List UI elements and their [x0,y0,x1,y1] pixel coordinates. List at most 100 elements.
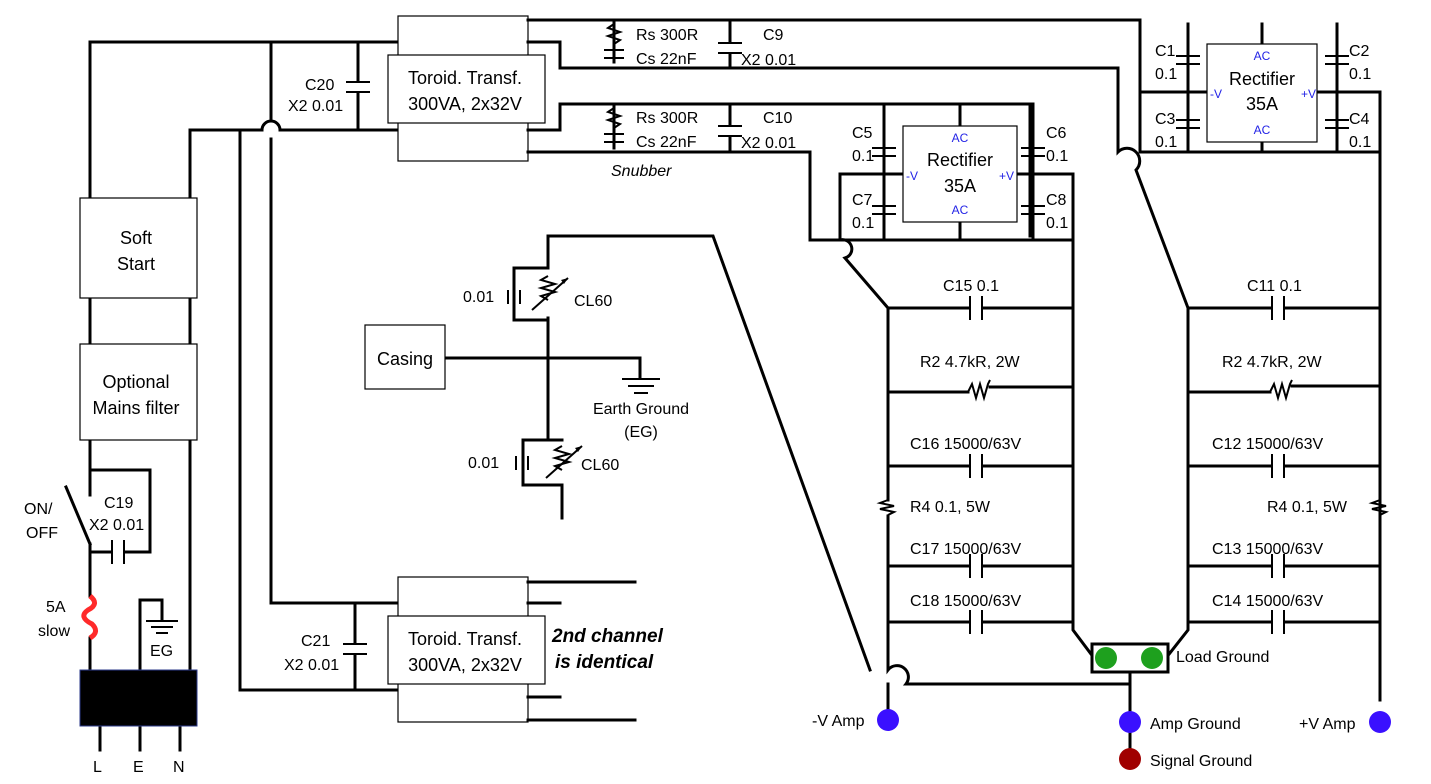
label-c13: C13 15000/63V [1212,541,1324,558]
rectifier-right-ac-top: AC [1254,49,1271,63]
label-signal-ground: Signal Ground [1150,753,1252,770]
mains-filter-block [79,343,198,441]
label-c7-val: 0.1 [852,215,874,232]
transformer-1-line1: Toroid. Transf. [408,68,522,88]
capacitor-c13 [1271,554,1285,578]
labels: Soft Start Optional Mains filter Casing … [24,27,1371,776]
label-r4-left: R4 0.1, 5W [910,499,991,516]
label-pos-amp: +V Amp [1299,716,1356,733]
label-c15: C15 0.1 [943,278,999,295]
label-c5-val: 0.1 [852,148,874,165]
capacitor-c3 [1176,119,1200,129]
label-cl60-top: CL60 [574,293,612,310]
capacitor-c18 [969,610,983,634]
snubber-cap-1 [604,49,624,59]
label-c20-val: X2 0.01 [288,98,343,115]
label-second-channel-2: is identical [555,652,654,673]
capacitor-c10 [718,125,742,137]
capacitor-c9 [718,42,742,54]
label-cs2: Cs 22nF [636,134,697,151]
label-c20: C20 [305,77,334,94]
label-c1-val: 0.1 [1155,66,1177,83]
terminal-amp-ground[interactable] [1119,711,1141,733]
rectifier-left-title: Rectifier [927,150,993,170]
label-c10-val: X2 0.01 [741,135,796,152]
label-earth-1: Earth Ground [593,401,689,418]
label-on: ON/ [24,501,53,518]
label-plug-e: E [133,759,144,776]
terminal-signal-ground[interactable] [1119,748,1141,770]
label-amp-ground: Amp Ground [1150,716,1241,733]
label-off: OFF [26,525,58,542]
label-c16: C16 15000/63V [910,436,1022,453]
label-c19: C19 [104,495,133,512]
label-c2-val: 0.1 [1349,66,1371,83]
label-c7: C7 [852,192,873,209]
transformer-2-label-box [387,615,546,685]
rectifier-right-neg: -V [1210,87,1222,101]
label-c3: C3 [1155,111,1176,128]
capacitor-c17 [969,554,983,578]
label-c8-val: 0.1 [1046,215,1068,232]
rectifier-right-box [1206,43,1318,143]
label-c4-val: 0.1 [1349,134,1371,151]
terminal-neg-amp[interactable] [877,709,899,731]
label-c8: C8 [1046,192,1067,209]
soft-start-label-1: Soft [120,228,152,248]
capacitor-c7 [872,205,896,215]
label-c17: C17 15000/63V [910,541,1022,558]
resistor-r2-right [1269,379,1293,402]
rectifier-left-box [902,125,1018,223]
mains-plug [79,669,198,727]
label-c10: C10 [763,110,792,127]
terminal-pos-amp[interactable] [1369,711,1391,733]
mains-filter-label-2: Mains filter [92,398,179,418]
label-fuse-1: 5A [46,599,66,616]
label-fuse-2: slow [38,623,70,640]
pos-filter-bank [1163,306,1382,661]
rectifier-right-rating: 35A [1246,94,1278,114]
capacitor-cl60-top [507,290,521,304]
label-cl60-bottom: CL60 [581,457,619,474]
thermistor-cl60-top [531,275,569,311]
capacitor-c16 [969,454,983,478]
resistor-r4-right [1368,499,1389,516]
capacitor-c4 [1325,119,1349,129]
rectifier-left-ac-bottom: AC [952,203,969,217]
capacitor-c12 [1271,454,1285,478]
resistor-r4-left [876,499,897,516]
label-c18: C18 15000/63V [910,593,1022,610]
capacitor-cl60-bottom [515,456,529,470]
label-c9-val: X2 0.01 [741,52,796,69]
label-earth-2: (EG) [624,424,658,441]
transformer-2-line1: Toroid. Transf. [408,629,522,649]
label-rs2: Rs 300R [636,110,698,127]
rectifier-right-pos: +V [1301,87,1316,101]
capacitor-c14 [1271,610,1285,634]
casing-label: Casing [377,349,433,369]
rectifier-left-neg: -V [906,169,918,183]
earth-ground-icon [622,378,660,394]
transformer-2-outputs [526,580,637,722]
transformer-1-label-box [387,54,546,124]
rectifier-right-ac-bottom: AC [1254,123,1271,137]
mains-wiring [64,40,402,752]
label-r2-right: R2 4.7kR, 2W [1222,354,1322,371]
rectifier-left-rating: 35A [944,176,976,196]
snubber-resistor-1 [604,23,624,45]
capacitor-c6 [1021,147,1045,157]
snubber-cap-2 [604,133,624,143]
neg-filter-bank [886,306,1132,712]
label-c4: C4 [1349,111,1370,128]
mains-filter-label-1: Optional [102,372,169,392]
label-c6-val: 0.1 [1046,148,1068,165]
resistor-r2-left [967,379,991,402]
rectifier-left-ac-top: AC [952,131,969,145]
label-c2: C2 [1349,43,1370,60]
label-c19-val: X2 0.01 [89,517,144,534]
rectifier-left-pos: +V [999,169,1014,183]
label-c5: C5 [852,125,873,142]
load-ground-dot-left [1095,647,1117,669]
label-c11: C11 0.1 [1247,278,1302,295]
